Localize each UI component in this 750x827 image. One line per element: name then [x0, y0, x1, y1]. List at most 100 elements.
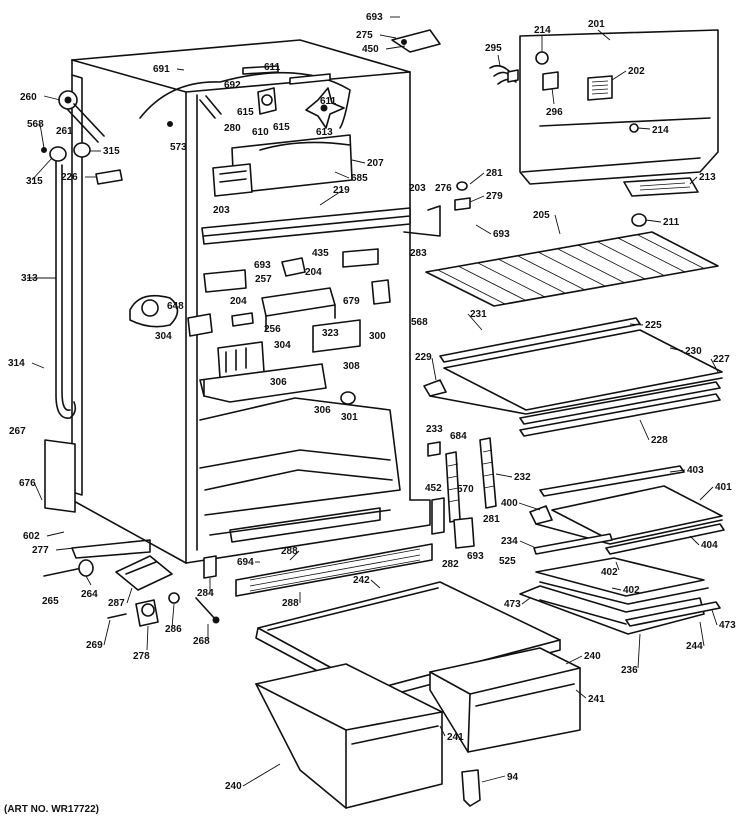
- callout-label: 691: [153, 64, 170, 75]
- callout-label: 648: [167, 301, 184, 312]
- callout-label: 323: [322, 328, 339, 339]
- callout-label: 229: [415, 352, 432, 363]
- fan-blade-613: [305, 87, 345, 129]
- callout-label: 242: [353, 575, 370, 586]
- callout-label: 676: [19, 478, 36, 489]
- callout-label: 615: [273, 122, 290, 133]
- pan-support-402: [535, 557, 709, 605]
- callout-label: 204: [230, 296, 247, 307]
- callout-label: 403: [687, 465, 704, 476]
- callout-label: 401: [715, 482, 732, 493]
- callout-label: 400: [501, 498, 518, 509]
- callout-label: 573: [170, 142, 187, 153]
- rail-203: [201, 207, 411, 245]
- callout-label: 315: [103, 146, 120, 157]
- bracket-284: [203, 555, 217, 579]
- callout-label: 473: [504, 599, 521, 610]
- glass-shelf-230: [443, 329, 723, 411]
- callout-label: 201: [588, 19, 605, 30]
- grommet-226: [95, 169, 123, 185]
- washer-286: [168, 592, 180, 604]
- bracket-452: [431, 497, 445, 535]
- screw-269: [107, 613, 127, 619]
- callout-label: 693: [467, 551, 484, 562]
- callout-label: 693: [493, 229, 510, 240]
- hinge-279: [403, 181, 471, 237]
- callout-label: 304: [155, 331, 172, 342]
- callout-label: 693: [254, 260, 271, 271]
- switch-300: [371, 279, 391, 305]
- callout-label: 693: [366, 12, 383, 23]
- art-number-caption: (ART NO. WR17722): [4, 804, 100, 815]
- bracket-94: [461, 769, 481, 807]
- callout-label: 473: [719, 620, 736, 631]
- callout-label: 306: [270, 377, 287, 388]
- callout-label: 203: [409, 183, 426, 194]
- bracket-213: [623, 177, 699, 197]
- callout-label: 685: [351, 173, 368, 184]
- callout-label: 240: [225, 781, 242, 792]
- rail-234: [533, 533, 613, 555]
- screw-268: [195, 597, 220, 624]
- callout-label: 694: [237, 557, 254, 568]
- control-304: [187, 313, 265, 379]
- callout-label: 214: [652, 125, 669, 136]
- callout-label: 204: [305, 267, 322, 278]
- callout-label: 452: [425, 483, 442, 494]
- callout-label: 684: [450, 431, 467, 442]
- callout-label: 269: [86, 640, 103, 651]
- wire-harness-295: [489, 64, 519, 85]
- callout-label: 260: [20, 92, 37, 103]
- relay-256: [231, 312, 254, 327]
- callout-label: 207: [367, 158, 384, 169]
- callout-label: 315: [26, 176, 43, 187]
- callout-label: 286: [165, 624, 182, 635]
- callout-label: 613: [316, 127, 333, 138]
- callout-label: 295: [485, 43, 502, 54]
- timer-308: [312, 319, 361, 353]
- callout-label: 450: [362, 44, 379, 55]
- callout-label: 568: [27, 119, 44, 130]
- callout-label: 281: [486, 168, 503, 179]
- crisper-pan-241-right: [429, 647, 581, 753]
- callout-label: 264: [81, 589, 98, 600]
- callout-label: 314: [8, 358, 25, 369]
- shaft-280: [199, 95, 222, 119]
- callout-label: 267: [9, 426, 26, 437]
- callout-label: 692: [224, 80, 241, 91]
- shelf-frame-400: [529, 505, 725, 555]
- back-panel-267: [44, 439, 76, 513]
- callout-label: 679: [343, 296, 360, 307]
- callout-label: 402: [623, 585, 640, 596]
- leader-lines: [27, 16, 719, 787]
- callout-label: 313: [21, 273, 38, 284]
- callout-label: 94: [507, 772, 519, 783]
- hinge-275: [391, 29, 441, 53]
- callout-label: 203: [213, 205, 230, 216]
- pan-frame-236: [519, 585, 705, 635]
- callout-label: 568: [411, 317, 428, 328]
- callout-label: 213: [699, 172, 716, 183]
- cold-control-area-573: [139, 71, 351, 129]
- callout-label: 257: [255, 274, 272, 285]
- callout-label: 275: [356, 30, 373, 41]
- callout-label: 256: [264, 324, 281, 335]
- callout-label: 241: [588, 694, 605, 705]
- callout-label: 214: [534, 25, 551, 36]
- fan-motor-610: [257, 87, 277, 115]
- control-panel-201: [519, 29, 719, 185]
- callout-label: 225: [645, 320, 662, 331]
- callout-label: 610: [252, 127, 269, 138]
- grille-288: [235, 543, 433, 597]
- callout-label: 301: [341, 412, 358, 423]
- callout-label: 265: [42, 596, 59, 607]
- shelf-frame-229: [423, 377, 723, 437]
- callout-label: 211: [663, 217, 680, 228]
- evaporator-207: [212, 134, 353, 197]
- callout-label: 236: [621, 665, 638, 676]
- callout-label: 268: [193, 636, 210, 647]
- callout-label: 261: [56, 126, 73, 137]
- callout-label: 570: [457, 484, 474, 495]
- damper-648: [129, 294, 179, 328]
- callout-label: 277: [32, 545, 49, 556]
